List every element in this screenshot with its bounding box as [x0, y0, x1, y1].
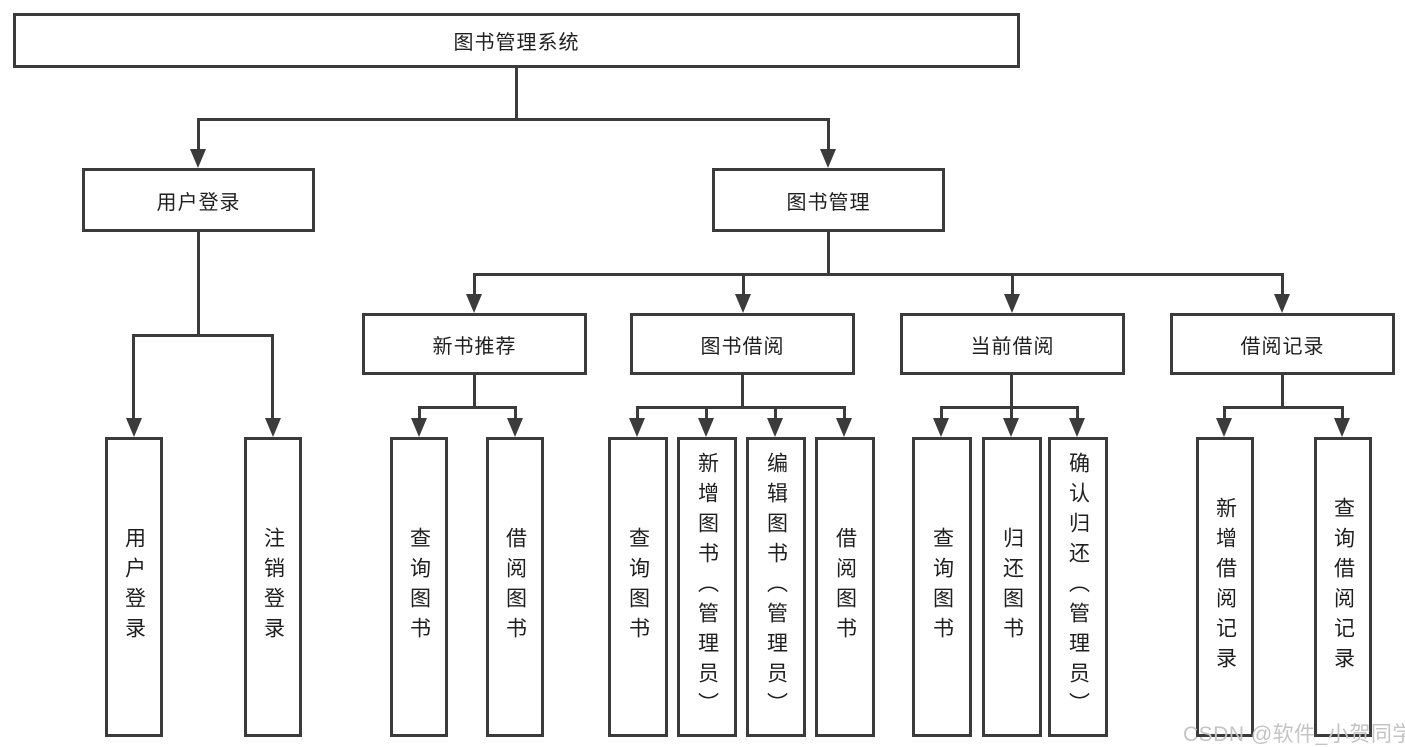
node-book-management: 图书管理	[712, 168, 945, 232]
leaf-label: 借阅图书	[503, 527, 527, 647]
arrowhead-icon	[629, 418, 645, 437]
connector-drop	[1076, 406, 1079, 422]
leaf-borrowing-borrow-books: 借阅图书	[815, 437, 875, 737]
connector-stem	[1281, 375, 1284, 409]
connector-user-stem	[197, 232, 200, 337]
node-label: 用户登录	[156, 191, 241, 214]
connector-l2-rail	[197, 118, 830, 121]
arrowhead-icon	[767, 418, 783, 437]
leaf-records-query-borrow-record: 查询借阅记录	[1314, 437, 1372, 737]
connector-rail	[940, 406, 1079, 409]
arrowhead-icon	[1003, 418, 1019, 437]
node-borrowing-records: 借阅记录	[1170, 313, 1395, 375]
connector-root-stem	[515, 68, 518, 118]
csdn-watermark: CSDN @软件_小贺同学	[1183, 723, 1405, 746]
arrowhead-icon	[735, 294, 751, 313]
leaf-label: 借阅图书	[833, 527, 857, 647]
connector-rail	[1223, 406, 1344, 409]
connector-drop	[742, 273, 745, 296]
arrowhead-icon	[265, 418, 281, 437]
leaf-user-login: 用户登录	[105, 437, 163, 737]
arrowhead-icon	[1216, 418, 1232, 437]
connector-drop	[1223, 406, 1226, 422]
leaf-recommend-borrow-books: 借阅图书	[486, 437, 544, 737]
connector-drop	[1341, 406, 1344, 422]
node-library-management-system: 图书管理系统	[13, 13, 1020, 68]
connector-drop	[514, 406, 517, 422]
leaf-borrowing-add-books-admin: 新增图书（管理员）	[677, 437, 737, 737]
leaf-label: 新增图书（管理员）	[695, 452, 719, 722]
connector-drop	[132, 334, 135, 420]
arrowhead-icon	[1069, 418, 1085, 437]
connector-drop	[827, 118, 830, 152]
node-label: 当前借阅	[970, 335, 1055, 358]
leaf-label: 用户登录	[122, 527, 146, 647]
leaf-label: 查询图书	[626, 527, 650, 647]
connector-stem	[1010, 375, 1013, 409]
node-label: 图书管理系统	[453, 32, 580, 54]
connector-drop	[843, 406, 846, 422]
leaf-label: 归还图书	[1000, 527, 1024, 647]
connector-drop	[636, 406, 639, 422]
arrowhead-icon	[836, 418, 852, 437]
connector-rail	[636, 406, 846, 409]
connector-stem	[473, 375, 476, 409]
node-label: 新书推荐	[432, 335, 517, 358]
leaf-label: 查询图书	[930, 527, 954, 647]
arrowhead-icon	[820, 149, 836, 168]
connector-mgmt-stem	[827, 232, 830, 276]
node-current-borrowing: 当前借阅	[900, 313, 1125, 375]
leaf-label: 查询图书	[407, 527, 431, 647]
connector-drop	[1011, 273, 1014, 296]
leaf-label: 查询借阅记录	[1331, 497, 1355, 677]
leaf-label: 新增借阅记录	[1213, 497, 1237, 677]
arrowhead-icon	[1274, 294, 1290, 313]
leaf-label: 确认归还（管理员）	[1066, 452, 1090, 722]
leaf-label: 编辑图书（管理员）	[764, 452, 788, 722]
node-new-book-recommend: 新书推荐	[362, 313, 587, 375]
node-user-login-group: 用户登录	[82, 168, 315, 232]
connector-drop	[705, 406, 708, 422]
connector-drop	[1010, 406, 1013, 422]
leaf-label: 注销登录	[261, 527, 285, 647]
connector-stem	[741, 375, 744, 409]
leaf-logout: 注销登录	[244, 437, 302, 737]
connector-drop	[271, 334, 274, 420]
connector-drop	[197, 118, 200, 152]
leaf-current-return-books: 归还图书	[982, 437, 1042, 737]
connector-rail	[418, 406, 517, 409]
connector-drop	[473, 273, 476, 296]
arrowhead-icon	[507, 418, 523, 437]
node-label: 借阅记录	[1240, 335, 1325, 358]
leaf-current-confirm-return-admin: 确认归还（管理员）	[1048, 437, 1108, 737]
node-book-borrowing: 图书借阅	[630, 313, 855, 375]
leaf-recommend-query-books: 查询图书	[390, 437, 448, 737]
connector-drop	[1281, 273, 1284, 296]
arrowhead-icon	[1334, 418, 1350, 437]
connector-drop	[940, 406, 943, 422]
connector-drop	[418, 406, 421, 422]
arrowhead-icon	[411, 418, 427, 437]
node-label: 图书借阅	[700, 335, 785, 358]
arrowhead-icon	[698, 418, 714, 437]
arrowhead-icon	[466, 294, 482, 313]
leaf-borrowing-query-books: 查询图书	[608, 437, 668, 737]
leaf-borrowing-edit-books-admin: 编辑图书（管理员）	[746, 437, 806, 737]
node-label: 图书管理	[786, 191, 871, 214]
arrowhead-icon	[933, 418, 949, 437]
arrowhead-icon	[190, 149, 206, 168]
arrowhead-icon	[1004, 294, 1020, 313]
leaf-current-query-books: 查询图书	[912, 437, 972, 737]
leaf-records-add-borrow-record: 新增借阅记录	[1196, 437, 1254, 737]
connector-user-rail	[132, 334, 274, 337]
arrowhead-icon	[126, 418, 142, 437]
connector-l3-rail	[473, 273, 1284, 276]
connector-drop	[774, 406, 777, 422]
